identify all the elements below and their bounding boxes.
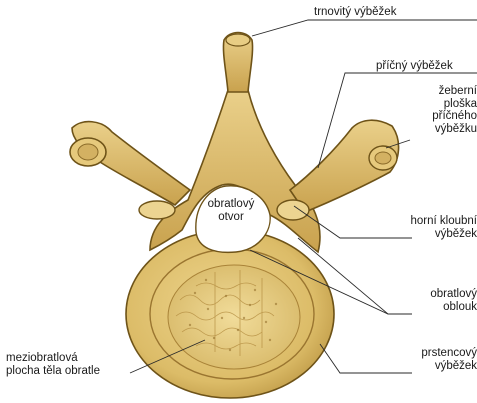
left-superior-articular-facet <box>139 201 175 219</box>
leader-ring <box>320 344 412 373</box>
label-superior-articular-process: horní kloubní výběžek <box>392 215 477 240</box>
label-vertebral-foramen-line-1: obratlový <box>198 198 264 211</box>
label-intervertebral-line-2: plocha těla obratle <box>6 365 100 378</box>
label-vertebral-arch-line-2: oblouk <box>408 301 477 314</box>
label-costal-facet: žeberní ploška příčného výběžku <box>410 85 477 135</box>
right-superior-articular-facet <box>277 200 309 220</box>
label-vertebral-arch: obratlový oblouk <box>408 288 477 313</box>
leader-spinous <box>252 20 477 36</box>
label-costal-facet-line-1: žeberní <box>410 85 477 98</box>
label-transverse-process: příčný výběžek <box>376 60 453 73</box>
label-intervertebral-surface: meziobratlová plocha těla obratle <box>6 352 100 377</box>
label-vertebral-arch-line-1: obratlový <box>408 288 477 301</box>
label-costal-facet-line-2: ploška <box>410 98 477 111</box>
label-vertebral-foramen-line-2: otvor <box>198 211 264 224</box>
label-vertebral-foramen: obratlový otvor <box>198 198 264 223</box>
label-superior-articular-line-1: horní kloubní <box>392 215 477 228</box>
label-superior-articular-line-2: výběžek <box>392 228 477 241</box>
label-epiphyseal-ring-line-1: prstencový <box>405 347 477 360</box>
label-epiphyseal-ring-line-2: výběžek <box>405 360 477 373</box>
label-intervertebral-line-1: meziobratlová <box>6 352 100 365</box>
label-costal-facet-line-4: výběžku <box>410 123 477 136</box>
intervertebral-surface <box>168 265 300 369</box>
label-costal-facet-line-3: příčného <box>410 110 477 123</box>
label-spinous-process: trnovitý výběžek <box>314 6 396 19</box>
label-epiphyseal-ring: prstencový výběžek <box>405 347 477 372</box>
